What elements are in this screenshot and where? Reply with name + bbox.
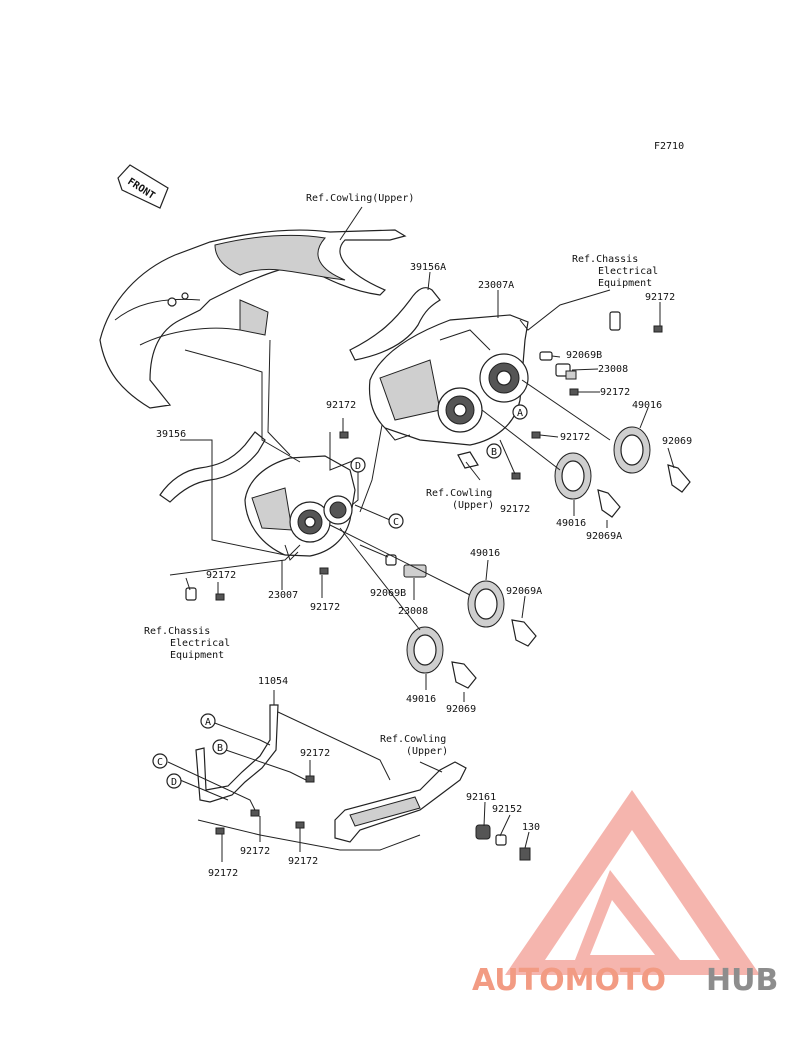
- label-ref-cowling-mid1: Ref.Cowling: [426, 488, 492, 499]
- label-92069B-a: 92069B: [566, 350, 602, 361]
- label-ref-chassis-1: Ref.Chassis: [572, 254, 638, 265]
- small-parts-middle: [185, 431, 537, 689]
- label-39156A: 39156A: [410, 262, 446, 273]
- label-23007A: 23007A: [478, 280, 514, 291]
- label-ref-chassis-2c: Equipment: [170, 650, 224, 661]
- label-92069A-a: 92069A: [586, 531, 622, 542]
- label-23008-a: 23008: [598, 364, 628, 375]
- headlight-23007: [244, 455, 356, 561]
- label-49016-a: 49016: [632, 400, 662, 411]
- label-92172-d: 92172: [326, 400, 356, 411]
- bracket-11054: [195, 704, 279, 803]
- label-ref-chassis-1c: Equipment: [598, 278, 652, 289]
- label-92172-b: 92172: [600, 387, 630, 398]
- callout-a-upper: A: [517, 408, 523, 419]
- callout-b-lower: B: [217, 743, 223, 754]
- label-ref-cowling-low1: Ref.Cowling: [380, 734, 446, 745]
- label-23008-b: 23008: [398, 606, 428, 617]
- label-92069A-b: 92069A: [506, 586, 542, 597]
- label-49016-d: 49016: [406, 694, 436, 705]
- headlight-23007A: [368, 314, 529, 446]
- callouts: A B C D A B C D: [152, 404, 528, 789]
- label-ref-cowling-low2: (Upper): [406, 746, 448, 757]
- callout-c-upper: C: [393, 517, 399, 528]
- callout-d-upper: D: [355, 461, 361, 472]
- stay-part: [215, 761, 531, 861]
- label-11054: 11054: [258, 676, 288, 687]
- label-92172-g: 92172: [310, 602, 340, 613]
- label-ref-cowling-mid2: (Upper): [452, 500, 494, 511]
- front-arrow-icon: FRONT: [117, 164, 169, 209]
- label-92172-k: 92172: [208, 868, 238, 879]
- label-ref-chassis-2: Ref.Chassis: [144, 626, 210, 637]
- callout-d-lower: D: [171, 777, 177, 788]
- part-labels: Ref.Cowling(Upper) 39156A 23007A Ref.Cha…: [144, 193, 692, 879]
- label-23007: 23007: [268, 590, 298, 601]
- label-ref-chassis-1b: Electrical: [598, 266, 658, 277]
- label-92172-c: 92172: [560, 432, 590, 443]
- callout-b-upper: B: [491, 447, 497, 458]
- label-92172-a: 92172: [645, 292, 675, 303]
- upper-cowling: [99, 229, 407, 409]
- label-92172-f: 92172: [206, 570, 236, 581]
- label-92152: 92152: [492, 804, 522, 815]
- small-parts-right: [457, 311, 691, 518]
- label-92069-b: 92069: [446, 704, 476, 715]
- callout-a-lower: A: [205, 717, 211, 728]
- diagram-code: F2710: [654, 141, 684, 152]
- label-92172-e: 92172: [500, 504, 530, 515]
- label-92069-a: 92069: [662, 436, 692, 447]
- watermark-text-secondary: HUB: [706, 963, 778, 998]
- label-92161: 92161: [466, 792, 496, 803]
- watermark-logo: AUTOMOTO HUB: [472, 790, 778, 998]
- label-49016-b: 49016: [556, 518, 586, 529]
- leader-lines: [167, 206, 675, 862]
- label-92172-i: 92172: [240, 846, 270, 857]
- part-39156A: [349, 287, 441, 361]
- label-92069B-b: 92069B: [370, 588, 406, 599]
- watermark-text-primary: AUTOMOTO: [472, 963, 666, 998]
- label-92172-h: 92172: [300, 748, 330, 759]
- label-ref-chassis-2b: Electrical: [170, 638, 230, 649]
- label-92172-j: 92172: [288, 856, 318, 867]
- label-49016-c: 49016: [470, 548, 500, 559]
- label-ref-cowling-top: Ref.Cowling(Upper): [306, 193, 414, 204]
- label-39156: 39156: [156, 429, 186, 440]
- label-130: 130: [522, 822, 540, 833]
- callout-c-lower: C: [157, 757, 163, 768]
